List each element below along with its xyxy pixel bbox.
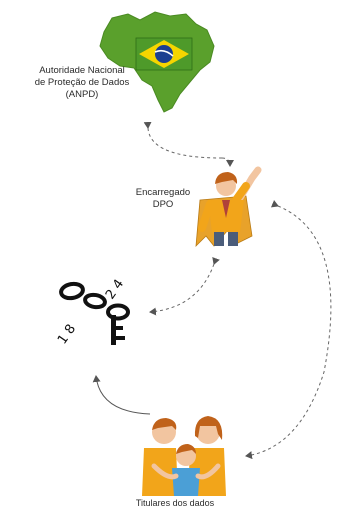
connector-dpo-titulares (245, 199, 332, 460)
connector-anpd-dpo (143, 121, 234, 167)
anpd-label: Autoridade Nacional de Proteção de Dados… (12, 65, 152, 101)
titulares-label: Titulares dos dados (135, 498, 215, 508)
dpo-label-line-1: Encarregado (135, 187, 191, 198)
family-icon (142, 416, 226, 496)
anpd-label-line-2: de Proteção de Dados (34, 77, 130, 88)
brazil-flag-icon (135, 37, 193, 71)
dpo-label: Encarregado DPO (118, 187, 208, 211)
brazil-map-icon (99, 11, 215, 113)
key-chain-icon: 1 8 2 4 (55, 277, 130, 348)
connector-titulares-key (92, 375, 151, 415)
connector-dpo-key (149, 256, 220, 316)
anpd-label-line-3: (ANPD) (65, 89, 99, 100)
dpo-label-line-2: DPO (152, 199, 174, 210)
anpd-label-line-1: Autoridade Nacional (39, 65, 125, 76)
key-digits-right: 2 4 (103, 277, 127, 303)
superhero-dpo-icon (195, 166, 262, 248)
key-digits-left: 1 8 (55, 322, 79, 348)
